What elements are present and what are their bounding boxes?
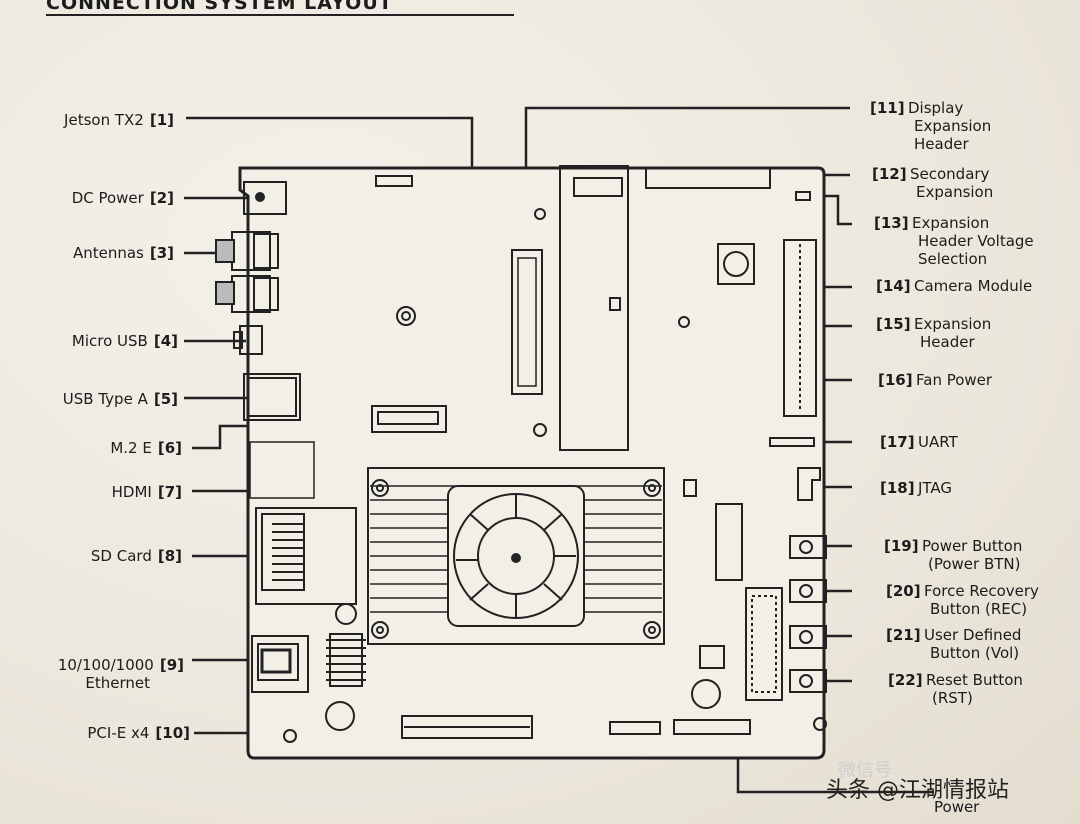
title-underline	[46, 14, 514, 16]
label-reset-button: [22]Reset Button(RST)	[888, 671, 1023, 707]
btn-recovery	[789, 579, 827, 603]
label-antennas: Antennas[3]	[72, 244, 174, 262]
m2-slot	[371, 405, 447, 433]
label-camera-module: [14]Camera Module	[876, 277, 1033, 295]
connectors-right	[645, 167, 827, 731]
btn-user	[789, 625, 827, 649]
hdmi-area	[249, 441, 315, 499]
ic-chip	[329, 633, 363, 687]
board-outline	[238, 166, 826, 760]
label-m2-e: M.2 E[6]	[110, 439, 182, 457]
btn-power	[789, 535, 827, 559]
fan-power-header	[683, 479, 697, 497]
connectors-left	[215, 175, 447, 743]
label-dc-power: DC Power[2]	[71, 189, 174, 207]
bottom-connector-2	[673, 719, 751, 735]
heatsink-fan	[367, 467, 665, 645]
pcie-slot	[401, 715, 533, 739]
label-jetson-tx2: Jetson TX2[1]	[64, 111, 174, 129]
m2-key	[715, 503, 743, 581]
camera-module	[559, 165, 629, 451]
bottom-connector-1	[609, 721, 661, 735]
keyhole	[797, 467, 821, 501]
label-power-button: [19]Power Button(Power BTN)	[884, 537, 1023, 573]
label-fan-power: [16]Fan Power	[878, 371, 993, 389]
watermark: 头条 @江湖情报站	[826, 778, 1009, 803]
dc-power-jack	[243, 181, 287, 215]
expansion-header-15	[783, 239, 817, 417]
connectors-center	[401, 165, 751, 739]
secondary-expansion-header	[645, 167, 771, 189]
page-title: CONNECTION SYSTEM LAYOUT	[46, 0, 393, 14]
label-hdmi: HDMI[7]	[111, 483, 182, 501]
micro-usb	[239, 325, 263, 355]
label-pcie-x4: PCI-E x4[10]	[87, 724, 190, 742]
voltage-chip	[717, 243, 755, 285]
sd-card-slot	[255, 507, 357, 605]
watermark-faint: 微信号	[838, 760, 892, 781]
display-expansion-header	[511, 249, 543, 395]
label-micro-usb: Micro USB[4]	[71, 332, 178, 350]
label-uart: [17]UART	[880, 433, 958, 451]
label-sd-card: SD Card[8]	[90, 547, 182, 565]
mount-hole-1	[396, 306, 416, 326]
board	[238, 166, 826, 760]
label-jtag: [18]JTAG	[880, 479, 953, 497]
uart-header	[769, 437, 815, 447]
label-power-bottom: Power	[934, 798, 980, 816]
usb-type-a	[243, 373, 301, 421]
power-button-square	[699, 645, 725, 669]
btn-reset	[789, 669, 827, 693]
jtag-header	[745, 587, 783, 701]
ethernet-jack	[251, 635, 309, 693]
battery	[335, 603, 357, 625]
label-usb-type-a: USB Type A[5]	[62, 390, 178, 408]
label-ethernet: 10/100/1000[9]Ethernet	[57, 656, 184, 692]
